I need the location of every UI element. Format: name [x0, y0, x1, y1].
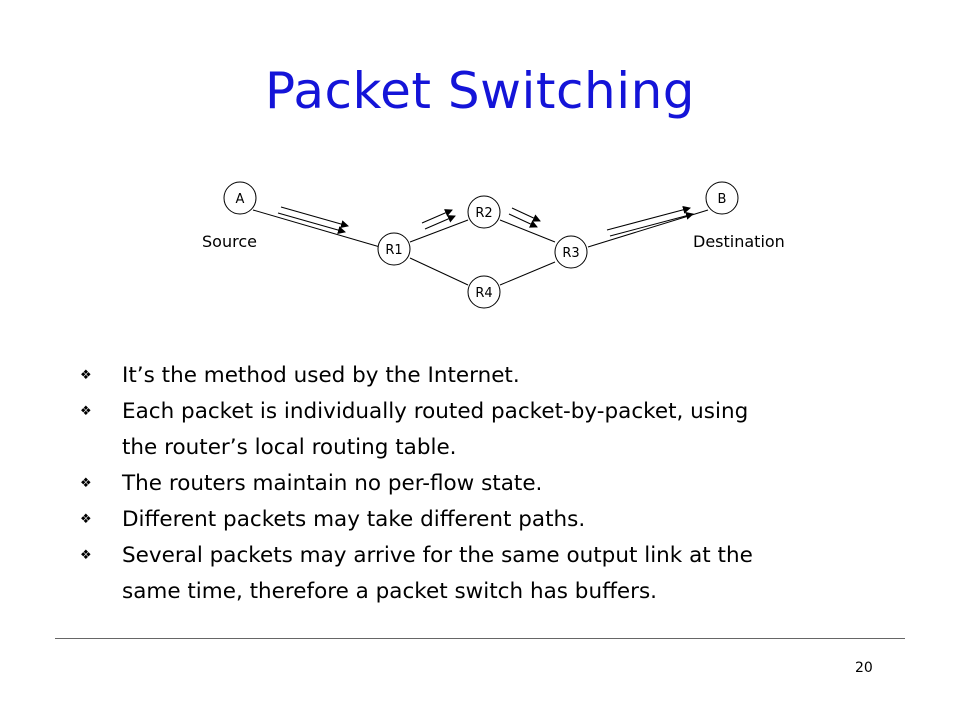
diamond-bullet-icon: ❖: [80, 548, 92, 563]
arrow-icon: [277, 212, 346, 234]
diamond-bullet-icon: ❖: [80, 404, 92, 419]
node-label: B: [718, 192, 727, 207]
node-r4: R4: [467, 275, 501, 309]
arrow-icon: [424, 215, 456, 230]
bullet-item: ❖ Different packets may take different p…: [78, 502, 878, 538]
slide-title: Packet Switching: [264, 62, 696, 120]
node-a: A: [223, 181, 257, 215]
arrow-icon: [511, 207, 541, 222]
node-r3: R3: [554, 235, 588, 269]
node-label: R2: [475, 206, 492, 221]
bullet-line: same time, therefore a packet switch has…: [122, 579, 657, 604]
link-a-r1: [252, 209, 381, 248]
source-label: Source: [202, 232, 257, 251]
destination-label: Destination: [693, 232, 785, 251]
arrow-icon: [609, 211, 694, 237]
bullet-line: Different packets may take different pat…: [122, 507, 586, 532]
bullet-item: ❖ Each packet is individually routed pac…: [78, 394, 878, 466]
bullet-line: The routers maintain no per-flow state.: [122, 471, 543, 496]
diamond-bullet-icon: ❖: [80, 512, 92, 527]
footer-divider: [55, 638, 905, 639]
bullet-line: the router’s local routing table.: [122, 435, 457, 460]
bullet-list: ❖ It’s the method used by the Internet. …: [78, 358, 878, 610]
bullet-line: Several packets may arrive for the same …: [122, 543, 753, 568]
diamond-bullet-icon: ❖: [80, 476, 92, 491]
bullet-line: It’s the method used by the Internet.: [122, 363, 520, 388]
bullet-item: ❖ It’s the method used by the Internet.: [78, 358, 878, 394]
arrow-icon: [508, 213, 538, 228]
link-r4-r3: [499, 261, 556, 286]
node-label: R1: [385, 243, 402, 258]
node-label: A: [236, 192, 245, 207]
node-label: R4: [475, 286, 492, 301]
link-r3-b: [587, 209, 709, 248]
page-number: 20: [855, 660, 873, 676]
bullet-item: ❖ Several packets may arrive for the sam…: [78, 538, 878, 610]
bullet-line: Each packet is individually routed packe…: [122, 399, 749, 424]
packet-flow-arrows: [277, 205, 694, 237]
arrow-icon: [606, 205, 691, 231]
node-label: R3: [562, 246, 579, 261]
node-b: B: [705, 181, 739, 215]
node-r1: R1: [377, 232, 411, 266]
network-diagram: A B R1 R2 R3 R4 Source Destination: [202, 181, 785, 309]
bullet-item: ❖ The routers maintain no per-flow state…: [78, 466, 878, 502]
link-r2-r3: [499, 219, 556, 243]
link-r1-r4: [409, 257, 469, 286]
link-r1-r2: [409, 219, 469, 243]
arrow-icon: [280, 206, 349, 228]
arrow-icon: [421, 209, 453, 224]
diamond-bullet-icon: ❖: [80, 368, 92, 383]
node-r2: R2: [467, 195, 501, 229]
